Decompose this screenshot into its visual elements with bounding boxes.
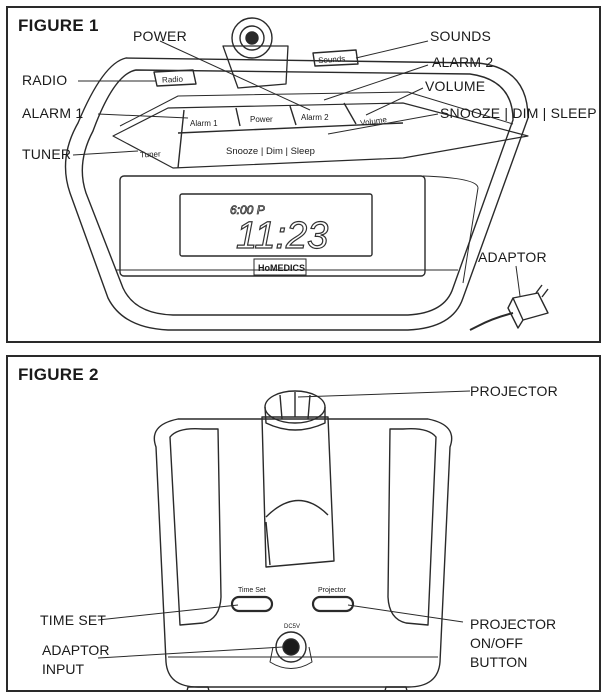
callout-snooze-dim-sleep: SNOOZE | DIM | SLEEP (440, 105, 597, 121)
projector-onoff-button (311, 595, 355, 613)
clock-back-body (153, 418, 453, 688)
adaptor-input-jack (282, 638, 300, 656)
display-window (119, 175, 426, 277)
callout-sounds: SOUNDS (430, 28, 492, 44)
device-alarm2-label: Alarm 2 (301, 113, 329, 122)
device-dc-label: DC5V (284, 624, 300, 630)
device-time-set-label: Time Set (238, 587, 266, 594)
callout-adaptor-input-line1: ADAPTOR (42, 642, 110, 658)
callout-projector: PROJECTOR (470, 383, 558, 399)
time-set-button (230, 595, 274, 613)
callout-adaptor-input-line2: INPUT (42, 661, 84, 677)
projector-column (261, 416, 335, 568)
callout-alarm2: ALARM 2 (432, 54, 494, 70)
callout-projector-onoff-line3: BUTTON (470, 654, 528, 670)
device-projector-label: Projector (318, 587, 347, 594)
callout-projector-onoff: PROJECTOR ON/OFF BUTTON (470, 615, 556, 672)
callout-projector-onoff-line2: ON/OFF (470, 635, 523, 651)
figure-2-panel: FIGURE 2 (6, 355, 601, 692)
device-power-label: Power (250, 115, 273, 124)
callout-power: POWER (133, 28, 187, 44)
device-sounds-label: Sounds (318, 54, 346, 65)
clock-back-illustration: Time Set Projector DC5V (97, 390, 471, 690)
device-tuner-label: Tuner (140, 149, 161, 159)
device-alarm1-label: Alarm 1 (190, 119, 218, 128)
sounds-button (312, 49, 359, 67)
callout-alarm1: ALARM 1 (22, 105, 84, 121)
callout-tuner: TUNER (22, 146, 72, 162)
device-snooze-bar-label: Snooze | Dim | Sleep (226, 146, 315, 157)
device-volume-label: Volume (360, 115, 388, 128)
brand-logo: HoMEDICS (258, 263, 305, 273)
callout-time-set: TIME SET (40, 612, 107, 628)
figure-2-title: FIGURE 2 (18, 365, 99, 384)
projector-housing (222, 45, 289, 89)
clock-outer-body (64, 57, 529, 331)
callout-adaptor: ADAPTOR (478, 249, 547, 265)
adaptor-illustration (469, 284, 549, 331)
device-radio-label: Radio (162, 75, 184, 85)
figure-1-title: FIGURE 1 (18, 16, 99, 35)
figure-1-panel: FIGURE 1 (6, 6, 601, 343)
button-panel (112, 102, 529, 169)
callout-projector-onoff-line1: PROJECTOR (470, 616, 557, 632)
clock-digits: 11:23 (236, 215, 328, 257)
callout-volume: VOLUME (425, 78, 486, 94)
callout-radio: RADIO (22, 72, 68, 88)
projector-lens (231, 17, 273, 59)
alarm-time-indicator: 6:00 P (230, 203, 265, 217)
clock-front-illustration: Radio Sounds Alarm 1 Power Alarm 2 Volum… (64, 17, 549, 331)
callout-adaptor-input: ADAPTOR INPUT (42, 641, 109, 679)
clock-inner-body (81, 69, 514, 316)
